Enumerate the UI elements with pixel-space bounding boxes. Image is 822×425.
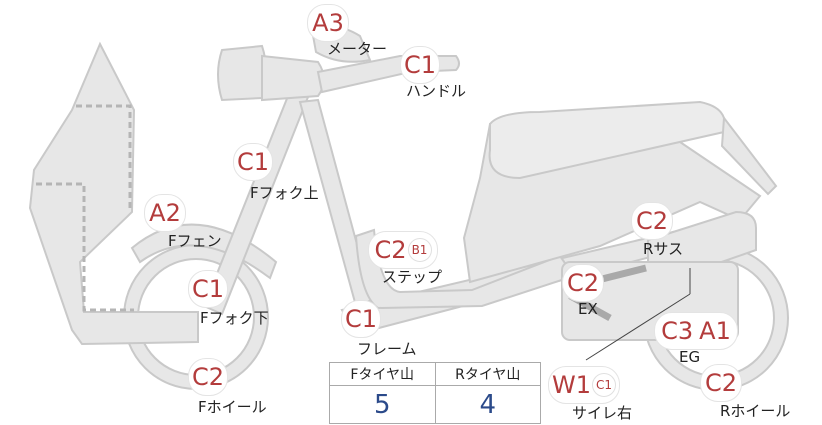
meter-code: A3 bbox=[312, 9, 344, 37]
fender-marker[interactable]: A2 bbox=[144, 194, 186, 232]
front-tire-header: Fタイヤ山 bbox=[329, 362, 436, 386]
tire-table-value-row: 5 4 bbox=[329, 385, 541, 424]
seat-shape bbox=[488, 100, 726, 180]
muffler-marker[interactable]: W1 C1 bbox=[548, 366, 620, 404]
rear-suspension-label: Rサス bbox=[643, 240, 684, 258]
rear-suspension-code: C2 bbox=[635, 207, 669, 235]
front-wheel-label: Fホイール bbox=[198, 398, 267, 416]
front-wheel-marker[interactable]: C2 bbox=[188, 358, 228, 396]
exhaust-code: C2 bbox=[566, 269, 600, 297]
fender-code: A2 bbox=[149, 199, 181, 227]
meter-label: メーター bbox=[327, 40, 388, 58]
rear-tire-header: Rタイヤ山 bbox=[434, 362, 541, 386]
fork-lower-code: C1 bbox=[191, 275, 225, 303]
handle-code: C1 bbox=[403, 51, 437, 79]
fork-lower-marker[interactable]: C1 bbox=[188, 270, 228, 308]
rear-suspension-marker[interactable]: C2 bbox=[631, 202, 673, 240]
engine-code-b: A1 bbox=[699, 317, 731, 345]
fork-upper-code: C1 bbox=[236, 148, 270, 176]
front-wheel-code: C2 bbox=[191, 363, 225, 391]
rear-wheel-label: Rホイール bbox=[720, 402, 791, 420]
frame-label: フレーム bbox=[357, 340, 417, 358]
meter-marker[interactable]: A3 bbox=[307, 4, 349, 42]
tail-shape bbox=[720, 115, 778, 196]
handle-cowl-shape bbox=[261, 54, 325, 102]
muffler-code: W1 bbox=[552, 371, 591, 399]
rear-wheel-marker[interactable]: C2 bbox=[700, 364, 742, 402]
front-panel-dashed-line-2 bbox=[36, 182, 134, 312]
tire-tread-table: Fタイヤ山 Rタイヤ山 5 4 bbox=[329, 362, 541, 424]
step-label: ステップ bbox=[382, 268, 443, 286]
fork-lower-label: Fフォク下 bbox=[200, 309, 269, 327]
step-sub-code: B1 bbox=[407, 238, 432, 262]
exhaust-label: EX bbox=[578, 300, 598, 318]
muffler-sub-code: C1 bbox=[592, 373, 616, 397]
fork-upper-marker[interactable]: C1 bbox=[233, 143, 273, 181]
frame-marker[interactable]: C1 bbox=[341, 300, 381, 338]
handle-marker[interactable]: C1 bbox=[400, 46, 440, 84]
engine-label: EG bbox=[679, 348, 701, 366]
front-tire-value[interactable]: 5 bbox=[329, 385, 436, 424]
headlight-shape bbox=[217, 44, 267, 102]
fork-upper-label: Fフォク上 bbox=[250, 184, 319, 202]
rear-wheel-code: C2 bbox=[704, 369, 738, 397]
handle-label: ハンドル bbox=[406, 82, 467, 100]
tire-table-header-row: Fタイヤ山 Rタイヤ山 bbox=[329, 362, 541, 386]
step-code: C2 bbox=[374, 236, 407, 264]
leg-shield-shape bbox=[28, 41, 199, 346]
muffler-label: サイレ右 bbox=[572, 404, 633, 422]
step-marker[interactable]: C2 B1 bbox=[368, 231, 438, 269]
exhaust-marker[interactable]: C2 bbox=[562, 264, 604, 302]
front-panel-dashed-line bbox=[76, 104, 132, 212]
muffler-leader-line bbox=[585, 293, 691, 361]
frame-code: C1 bbox=[344, 305, 378, 333]
rear-tire-value[interactable]: 4 bbox=[434, 385, 541, 424]
fender-label: Fフェン bbox=[168, 232, 222, 250]
engine-marker[interactable]: C3 A1 bbox=[654, 312, 738, 350]
engine-code-a: C3 bbox=[661, 317, 694, 345]
